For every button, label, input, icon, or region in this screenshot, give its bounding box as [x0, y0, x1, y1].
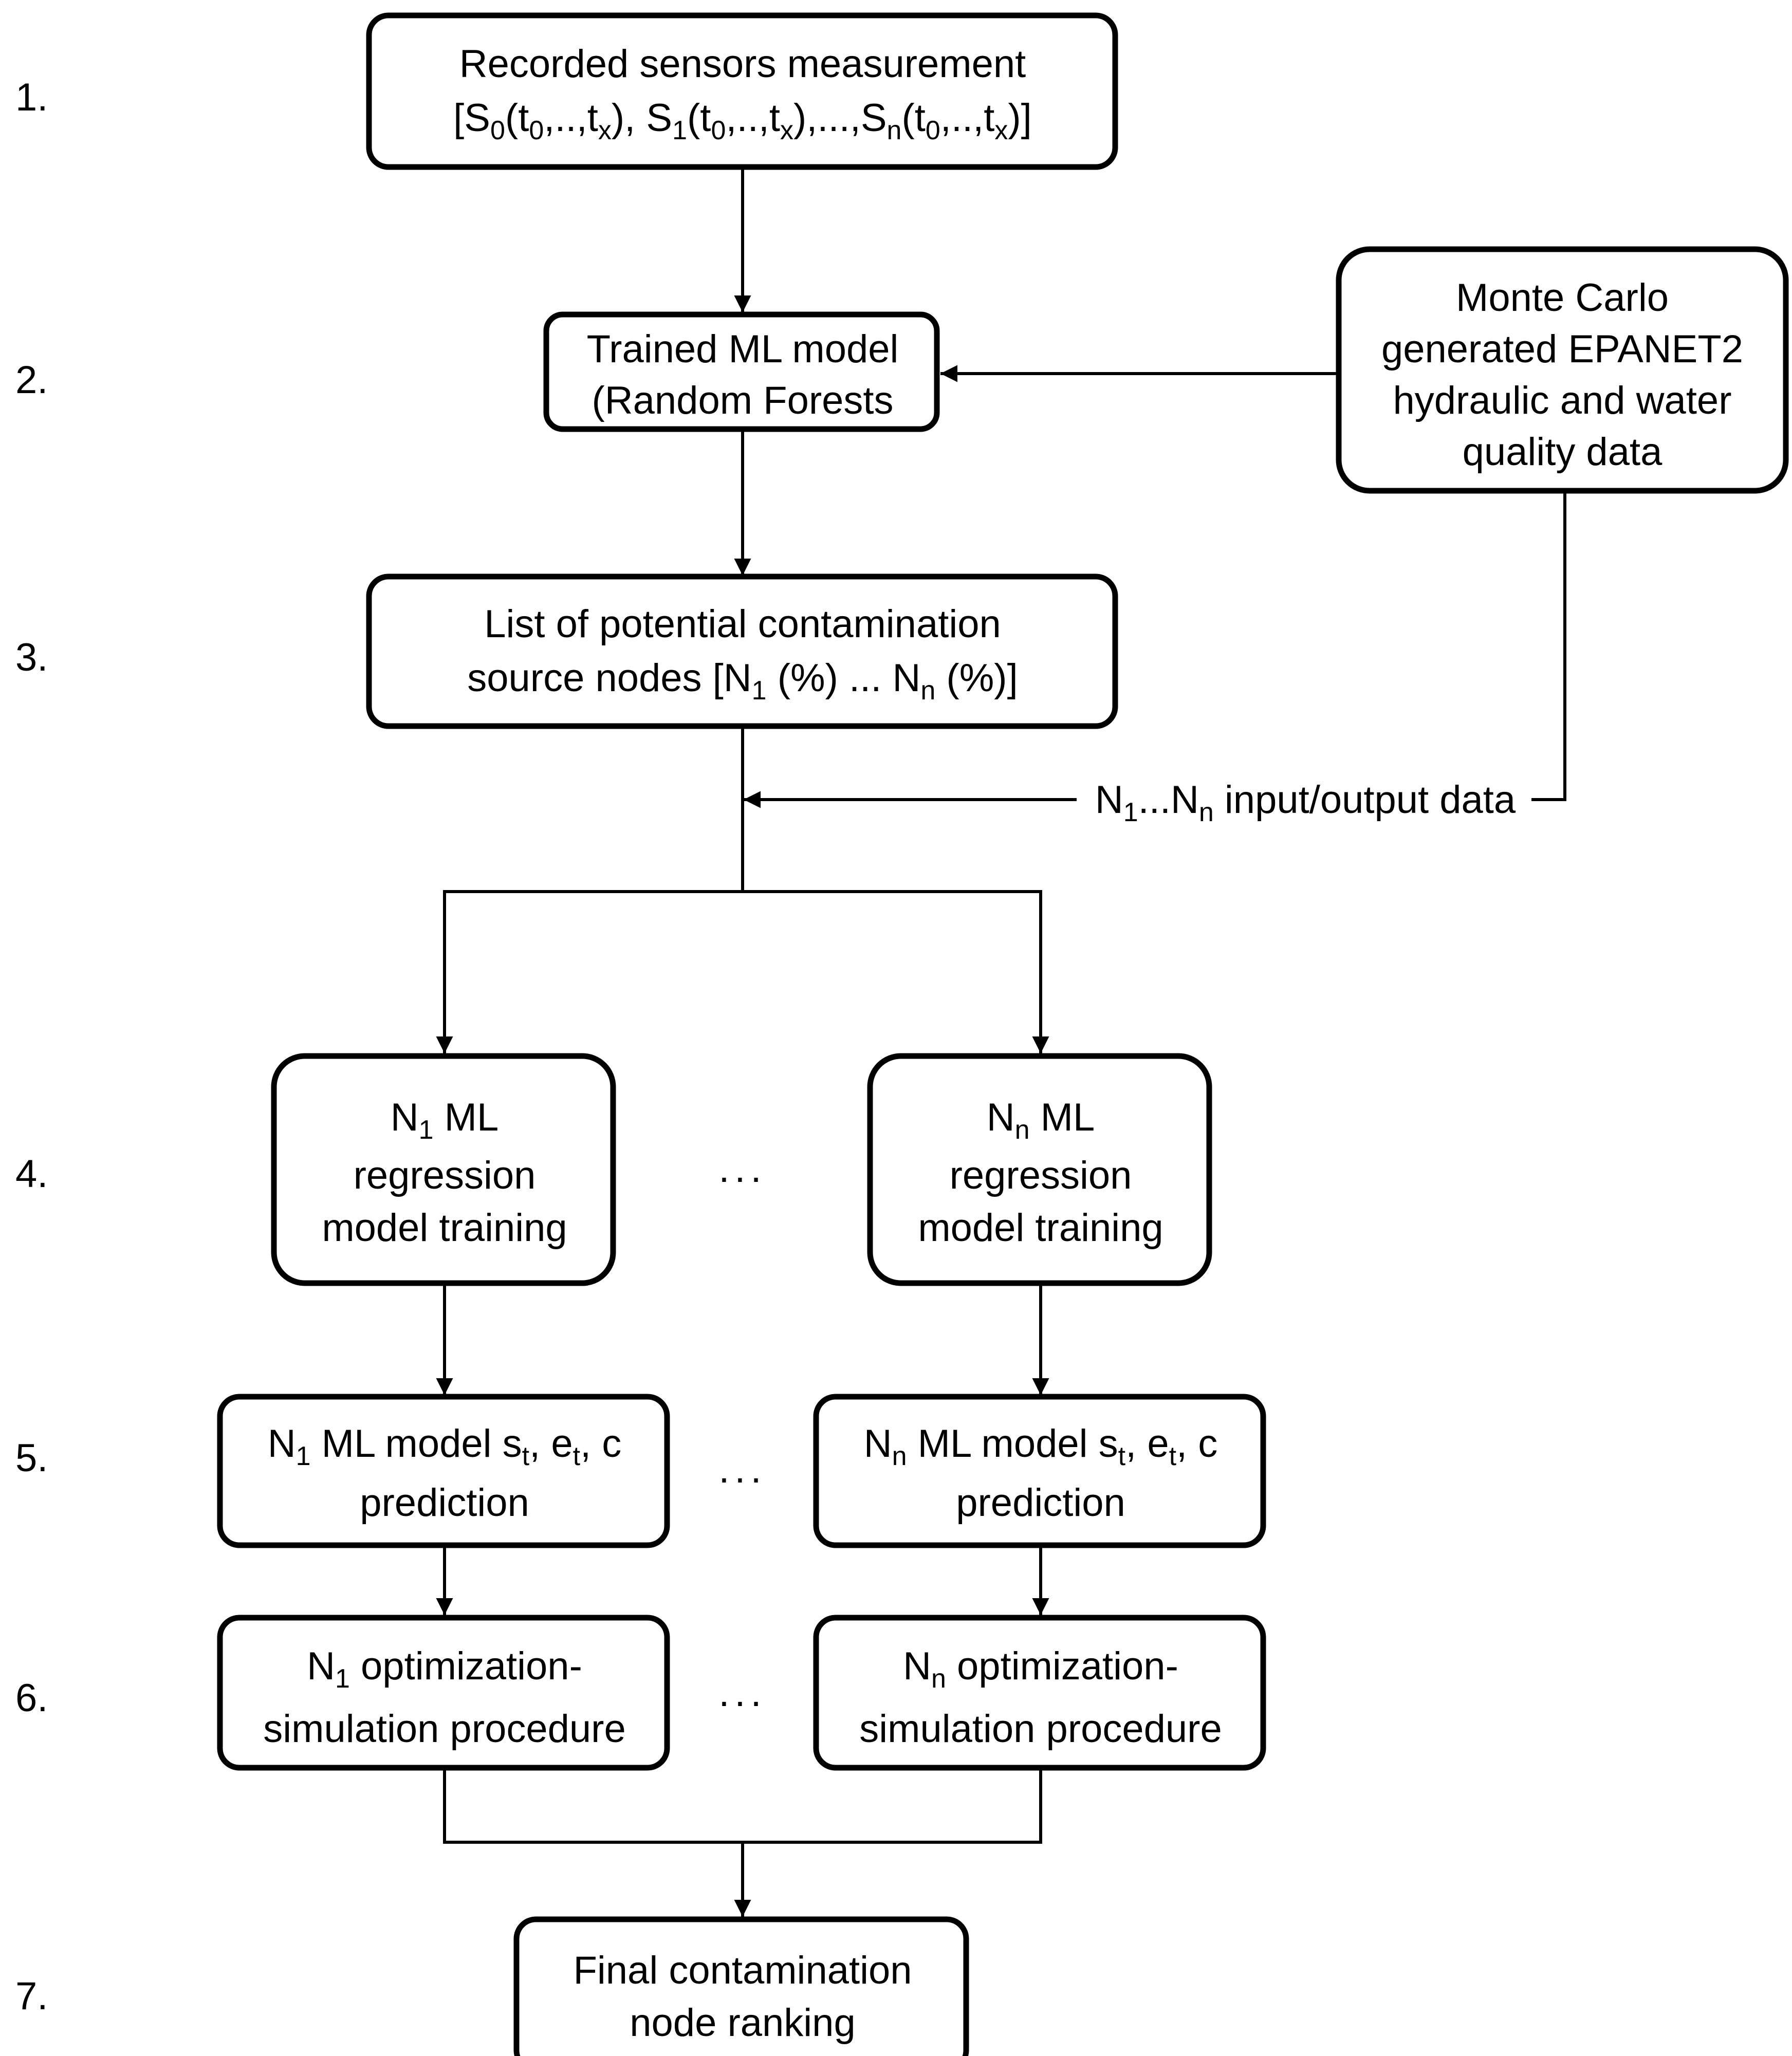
box4-right-line1: Nn ML: [987, 1096, 1095, 1145]
mc-line3: hydraulic and water: [1393, 379, 1731, 422]
box6-left-line2: simulation procedure: [263, 1707, 626, 1751]
box-nn-model-prediction: Nn ML model st, et, c prediction: [813, 1394, 1266, 1548]
box2-line1: Trained ML model: [587, 327, 899, 371]
mc-feed-line: [1531, 491, 1566, 801]
box4-left-line1: N1 ML: [391, 1096, 499, 1145]
box2-line2: (Random Forests: [592, 379, 893, 422]
step-number-5: 5.: [15, 1436, 48, 1480]
box1-line2: [S0(t0,..,tx), S1(t0,..,tx),...,Sn(t0,..…: [453, 96, 1032, 145]
mc-line4: quality data: [1463, 430, 1662, 474]
box5-right-line2: prediction: [956, 1481, 1125, 1525]
box4-right-line2: regression: [950, 1154, 1132, 1197]
box3-line1: List of potential contamination: [484, 602, 1001, 646]
box4-right-line3: model training: [918, 1206, 1163, 1250]
box4-left-line2: regression: [354, 1154, 536, 1197]
ellipsis-row-6: ...: [718, 1671, 766, 1715]
step-number-1: 1.: [15, 76, 48, 119]
mc-line1: Monte Carlo: [1456, 276, 1669, 320]
arrow-split-left: [436, 890, 743, 1053]
box5-right-line1: Nn ML model st, et, c: [864, 1422, 1218, 1471]
arrow-split-right: [743, 890, 1049, 1053]
step-number-3: 3.: [15, 636, 48, 679]
step-number-4: 4.: [15, 1152, 48, 1196]
box-n1-optimization-simulation: N1 optimization- simulation procedure: [217, 1615, 670, 1771]
box7-line1: Final contamination: [573, 1949, 912, 1992]
box-n1-model-prediction: N1 ML model st, et, c prediction: [217, 1394, 670, 1548]
box-nn-optimization-simulation: Nn optimization- simulation procedure: [813, 1615, 1266, 1771]
box-trained-ml-model: Trained ML model (Random Forests: [543, 311, 940, 432]
box-final-node-ranking: Final contamination node ranking: [513, 1916, 969, 2056]
box-recorded-sensors: Recorded sensors measurement [S0(t0,..,t…: [366, 12, 1118, 170]
box4-left-line3: model training: [322, 1206, 567, 1250]
box7-line2: node ranking: [630, 2001, 855, 2045]
box1-line1: Recorded sensors measurement: [459, 42, 1026, 86]
box5-left-line2: prediction: [360, 1481, 529, 1525]
ellipsis-row-5: ...: [718, 1448, 766, 1491]
box6-right-line1: Nn optimization-: [903, 1644, 1178, 1694]
box3-line2: source nodes [N1 (%) ... Nn (%)]: [467, 656, 1018, 706]
step-number-7: 7.: [15, 1974, 48, 2018]
box-n1-regression-training: N1 ML regression model training: [271, 1053, 616, 1286]
box6-left-line1: N1 optimization-: [307, 1644, 582, 1694]
feed-label: N1...Nn input/output data: [1095, 778, 1516, 827]
ellipsis-row-4: ...: [718, 1147, 766, 1191]
box-potential-source-nodes: List of potential contamination source n…: [366, 573, 1118, 729]
box5-left-line1: N1 ML model st, et, c: [268, 1422, 622, 1471]
merge-line: [443, 1768, 1042, 1844]
box6-right-line2: simulation procedure: [859, 1707, 1222, 1751]
step-number-6: 6.: [15, 1676, 48, 1720]
box-nn-regression-training: Nn ML regression model training: [867, 1053, 1212, 1286]
step-number-2: 2.: [15, 358, 48, 402]
mc-line2: generated EPANET2: [1381, 327, 1743, 371]
box-monte-carlo-data: Monte Carlo generated EPANET2 hydraulic …: [1336, 246, 1789, 494]
